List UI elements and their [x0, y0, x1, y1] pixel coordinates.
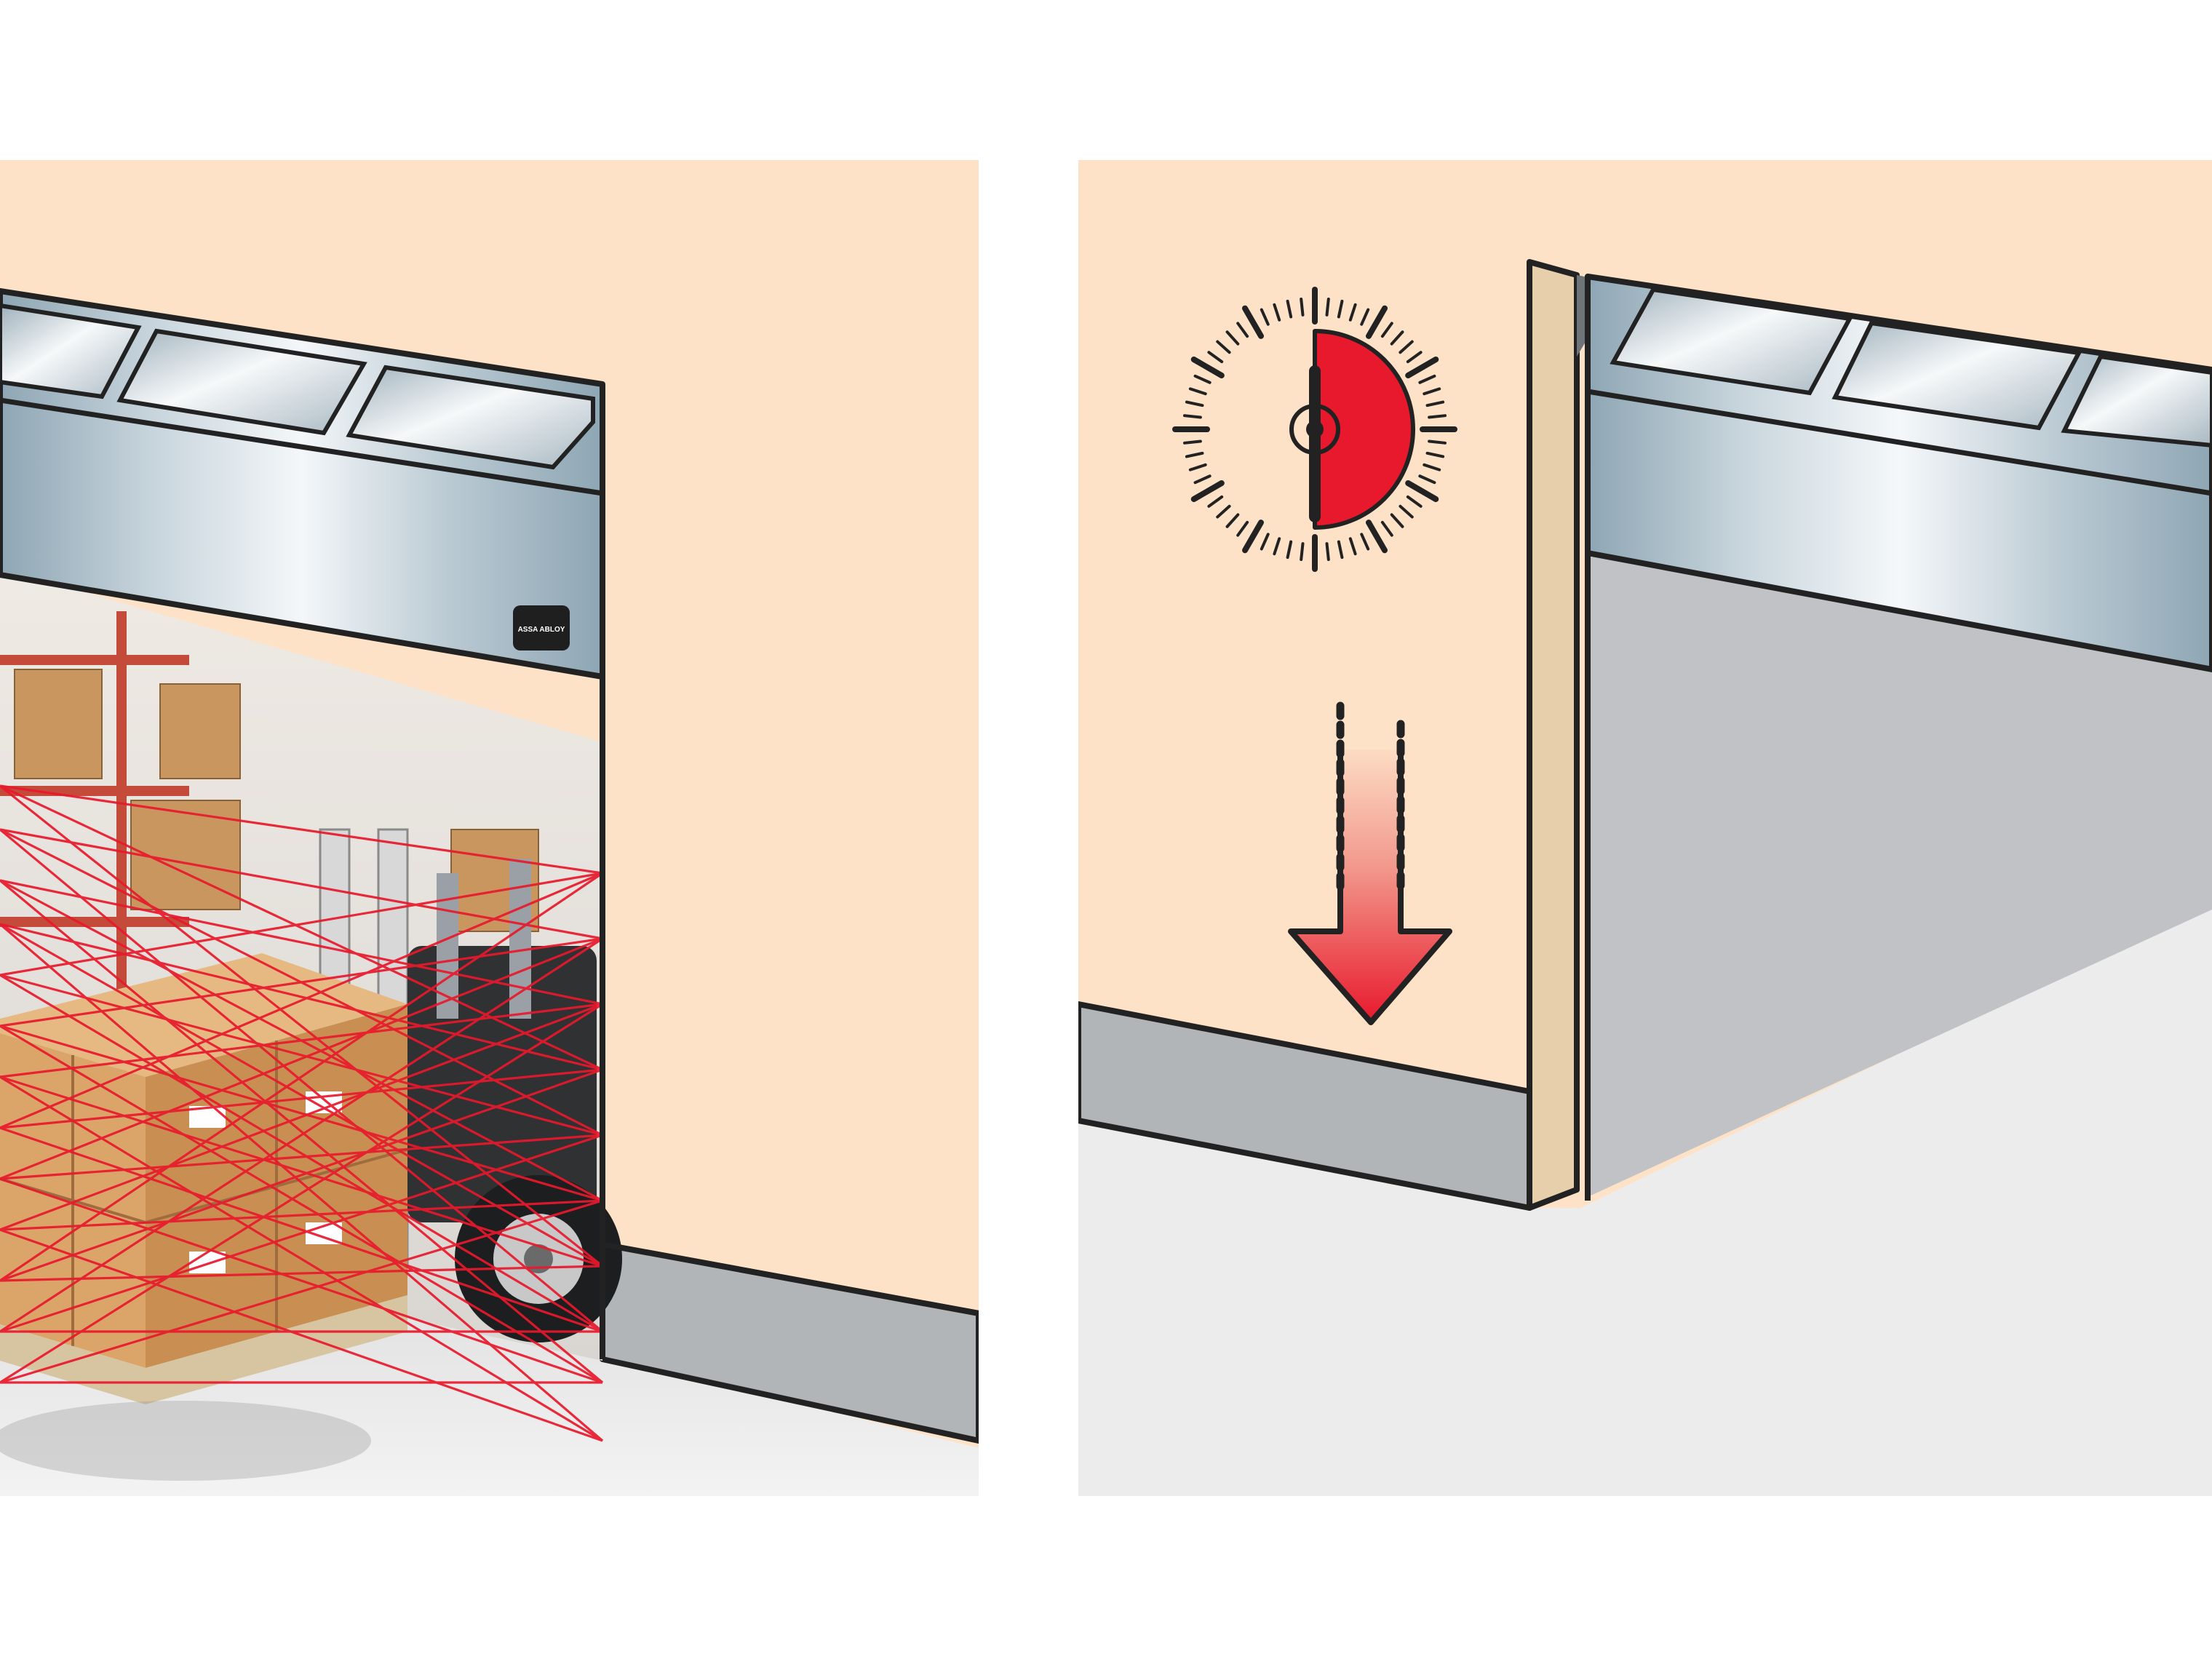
door-panel-icon: ASSA ABLOY [0, 288, 605, 680]
laser-beam [0, 923, 603, 1268]
laser-beam [0, 1199, 603, 1231]
laser-beam [0, 937, 603, 1027]
laser-beam [0, 1003, 603, 1231]
right-illustration-panel [1078, 160, 2212, 1496]
laser-beam [0, 1068, 603, 1282]
laser-beam [0, 1003, 603, 1384]
door-panel-icon [1585, 274, 2212, 1201]
laser-beam [0, 784, 603, 1071]
laser-beam [0, 872, 603, 976]
laser-beam [0, 1075, 603, 1268]
laser-beam [0, 1068, 603, 1129]
door-frame-post [1527, 259, 1580, 1211]
laser-beam [0, 974, 603, 1137]
laser-beam [0, 1199, 603, 1384]
laser-beam [0, 1134, 603, 1180]
laser-beam [0, 1134, 603, 1333]
down-arrow-icon [1288, 701, 1452, 1025]
left-illustration: ASSA ABLOY [0, 160, 979, 1496]
floor [1078, 902, 2212, 1496]
laser-beam [0, 1126, 603, 1333]
laser-beam [0, 937, 603, 1180]
laser-beam-icon [0, 784, 604, 1442]
laser-beam [0, 784, 603, 875]
laser-beam [0, 1265, 603, 1282]
laser-beam [0, 828, 603, 940]
laser-beam [0, 1025, 603, 1202]
laser-beam [0, 974, 603, 1333]
laser-beam [0, 1003, 603, 1078]
brand-badge-text: ASSA ABLOY [518, 626, 565, 634]
laser-beam [0, 872, 603, 1282]
laser-beam [0, 879, 603, 1006]
laser-beam [0, 872, 603, 1129]
right-illustration [1078, 160, 2212, 1496]
timer-icon [1172, 287, 1457, 572]
laser-beam [0, 937, 603, 1333]
laser-beam [0, 784, 603, 1268]
dock-interior [1588, 546, 2212, 1197]
laser-beam [0, 828, 604, 1333]
brand-badge [513, 605, 570, 651]
laser-beam [0, 923, 603, 1071]
laser-beam [0, 923, 604, 1442]
left-illustration-panel: ASSA ABLOY [0, 160, 979, 1496]
